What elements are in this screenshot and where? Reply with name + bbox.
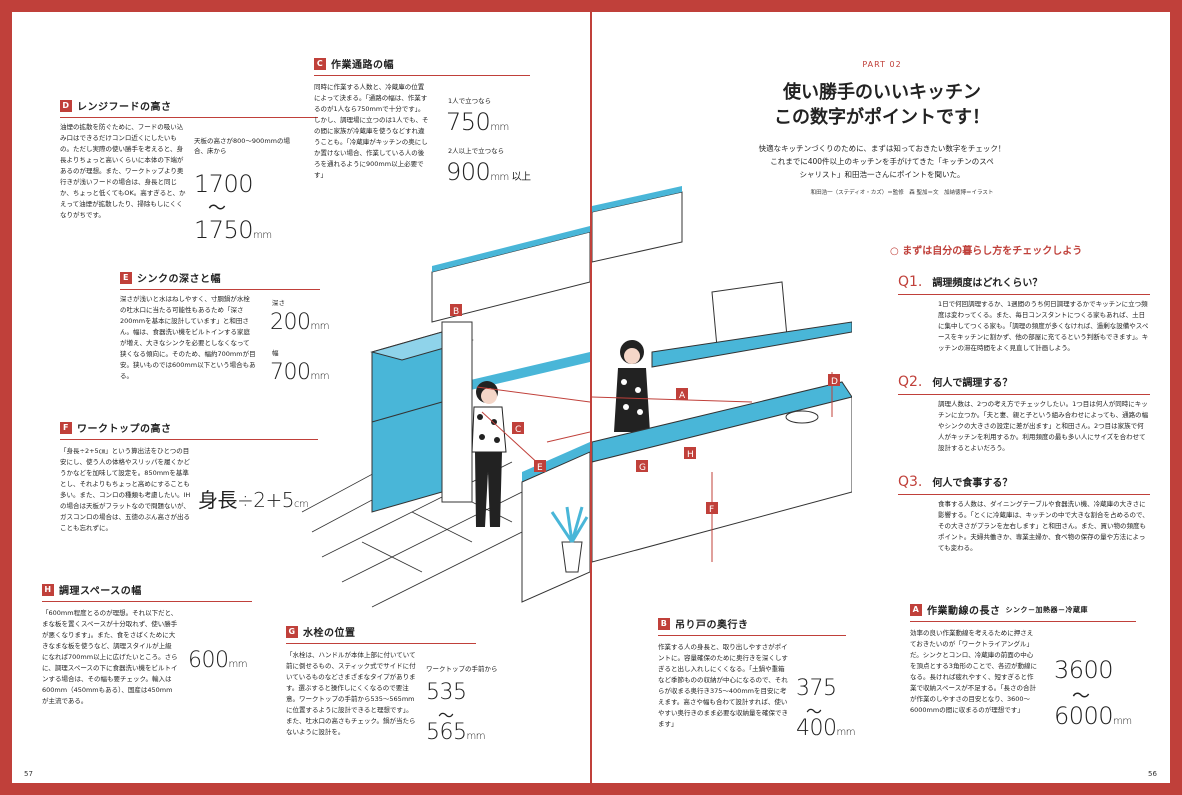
plates — [785, 410, 819, 424]
rangehood-note: 天板の高さが800～900mmの場合、床から — [194, 137, 290, 155]
marker-h: H — [684, 447, 696, 460]
page-number-right: 56 — [1148, 770, 1157, 778]
q1: Q1. 調理頻度はどれくらい？ 1日で何回調理するか、1週間のうち何日調理するか… — [898, 274, 1150, 352]
cooking-space-title: H 調理スペースの幅 — [42, 582, 252, 602]
upper-cabinet-right — [592, 191, 683, 263]
workflow-value-top: 3600 — [1054, 656, 1114, 684]
cooking-space-value: 600mm — [188, 648, 247, 673]
worktop-title: F ワークトップの高さ — [60, 420, 318, 440]
person-left — [471, 381, 507, 527]
cabinet-value-bottom: 400mm — [796, 716, 855, 741]
svg-text:H: H — [687, 450, 694, 460]
rangehood-section: D レンジフードの高さ — [60, 98, 318, 118]
sink-depth-value: 200mm — [270, 310, 329, 335]
right-page: A D F H G PART 02 使い勝手のいいキッチン この数字がポイントで… — [592, 12, 1170, 783]
worktop-formula: 身長÷2+5cm — [198, 488, 309, 512]
sink-width-label: 幅 — [272, 349, 279, 357]
person-right — [614, 340, 650, 432]
upper-cabinet-right-top — [592, 186, 682, 212]
badge-b: B — [658, 617, 670, 630]
faucet-tilde: ～ — [438, 706, 454, 725]
rangehood-title: D レンジフードの高さ — [60, 98, 318, 118]
cabinet-title: B 吊り戸の奥行き — [658, 616, 846, 636]
aisle-section: C 作業通路の幅 — [314, 56, 530, 76]
sink-body: 深さが浅いと水はねしやすく、寸胴鍋が水栓の吐水口に当たる可能性もあるため「深さ2… — [120, 295, 256, 380]
credit: 和田浩一（ステディオ・カズ）＝監修 森 聖加＝文 加納徳博＝イラスト — [810, 190, 994, 196]
headline: 使い勝手のいいキッチン この数字がポイントです！ — [774, 82, 990, 128]
faucet-section: G 水栓の位置 — [286, 624, 476, 644]
kitchen-illustration-right: A D F H G — [592, 186, 852, 563]
left-page: D レンジフードの高さ 油煙の拡散を防ぐために、フードの吸い込み口はできるだけコ… — [12, 12, 590, 783]
part-label: PART 02 — [862, 60, 902, 69]
rangehood-body: 油煙の拡散を防ぐために、フードの吸い込み口はできるだけコンロ近くにしたいもの。た… — [60, 123, 186, 219]
cabinet-body: 作業する人の身長と、取り出しやすさがポイントに。容量確保のために奥行きを深くしす… — [658, 643, 788, 728]
cooking-space-section: H 調理スペースの幅 — [42, 582, 252, 602]
marker-b: B — [450, 304, 462, 317]
svg-text:G: G — [639, 463, 646, 473]
rangehood-value-top: 1700 — [194, 170, 254, 198]
range-hood — [651, 281, 852, 368]
svg-text:A: A — [679, 391, 686, 401]
sink-depth-label: 深さ — [272, 299, 285, 307]
plant — [550, 506, 589, 573]
badge-g: G — [286, 625, 298, 638]
marker-e: E — [534, 460, 546, 473]
sink-width-value: 700mm — [270, 360, 329, 385]
q2: Q2. 何人で調理する？ 調理人数は、2つの考え方でチェックしたい。1つ目は何人… — [898, 374, 1150, 452]
back-counter — [462, 352, 590, 392]
badge-c: C — [314, 57, 326, 70]
wall-panel — [441, 321, 473, 503]
upper-cabinet-top — [432, 226, 590, 272]
svg-text:C: C — [515, 425, 521, 435]
aisle-two-label: 2人以上で立つなら — [448, 147, 505, 155]
marker-a: A — [676, 388, 688, 401]
rangehood-value-bottom: 1750mm — [194, 216, 272, 244]
faucet-note: ワークトップの手前から — [426, 665, 498, 673]
measurement-lines — [476, 386, 590, 468]
svg-text:D: D — [831, 377, 838, 387]
cooking-space-body: 「600mm程度とるのが理想。それ以下だと、まな板を置くスペースが十分取れず、使… — [42, 609, 178, 705]
cabinet-section: B 吊り戸の奥行き — [658, 616, 846, 636]
cabinet-tilde: ～ — [806, 702, 822, 721]
sink-title: E シンクの深さと幅 — [120, 270, 320, 290]
cabinet-value-top: 375 — [796, 676, 837, 701]
check-title: ○ まずは自分の暮らし方をチェックしよう — [890, 246, 1083, 257]
island-front-right — [592, 396, 852, 563]
badge-d: D — [60, 99, 72, 112]
badge-a: A — [910, 603, 922, 616]
workflow-title: A 作業動線の長さ シンク－加熱器－冷蔵庫 — [910, 602, 1136, 622]
rangehood-tilde: ～ — [208, 198, 226, 219]
kitchen-illustration-left: E C B — [301, 226, 590, 608]
svg-text:F: F — [709, 505, 714, 515]
svg-text:B: B — [453, 307, 459, 317]
aisle-one-value: 750mm — [446, 108, 509, 136]
island-top-right — [592, 381, 852, 463]
marker-g: G — [636, 460, 648, 473]
marker-d: D — [828, 374, 840, 387]
q3: Q3. 何人で食事する？ 食事する人数は、ダイニングテーブルや食器洗い機、冷蔵庫… — [898, 474, 1150, 552]
faucet-body: 「水栓は、ハンドルが本体上部に付いていて前に倒せるもの、スティック式でサイドに付… — [286, 651, 416, 736]
aisle-one-label: 1人で立つなら — [448, 97, 492, 105]
sink-section: E シンクの深さと幅 — [120, 270, 320, 290]
workflow-section: A 作業動線の長さ シンク－加熱器－冷蔵庫 — [910, 602, 1136, 622]
marker-f: F — [706, 502, 718, 515]
aisle-body: 同時に作業する人数と、冷蔵庫の位置によって決まる。「通路の幅は、作業するのが1人… — [314, 83, 429, 179]
faucet-value-bottom: 565mm — [426, 720, 485, 745]
badge-h: H — [42, 583, 54, 596]
faucet-value-top: 535 — [426, 680, 467, 705]
workflow-body: 効率の良い作業動線を考えるために押さえておきたいのが「ワークトライアングル」だ。… — [910, 629, 1037, 714]
marker-c: C — [512, 422, 524, 435]
page-number-left: 57 — [24, 770, 33, 778]
svg-text:E: E — [537, 463, 543, 473]
faucet-title: G 水栓の位置 — [286, 624, 476, 644]
worktop-section: F ワークトップの高さ — [60, 420, 318, 440]
badge-e: E — [120, 271, 132, 284]
aisle-two-value: 900mm 以上 — [446, 158, 531, 186]
lead: 快適なキッチンづくりのために、まずは知っておきたい数字をチェック！ これまでに4… — [758, 144, 1006, 179]
workflow-value-bottom: 6000mm — [1054, 702, 1132, 730]
worktop-body: 「身長÷2+5㎝」という算出法をひとつの目安にし、使う人の体格やスリッパを履くか… — [60, 447, 191, 532]
badge-f: F — [60, 421, 72, 434]
aisle-title: C 作業通路の幅 — [314, 56, 530, 76]
workflow-tilde: ～ — [1072, 686, 1090, 707]
